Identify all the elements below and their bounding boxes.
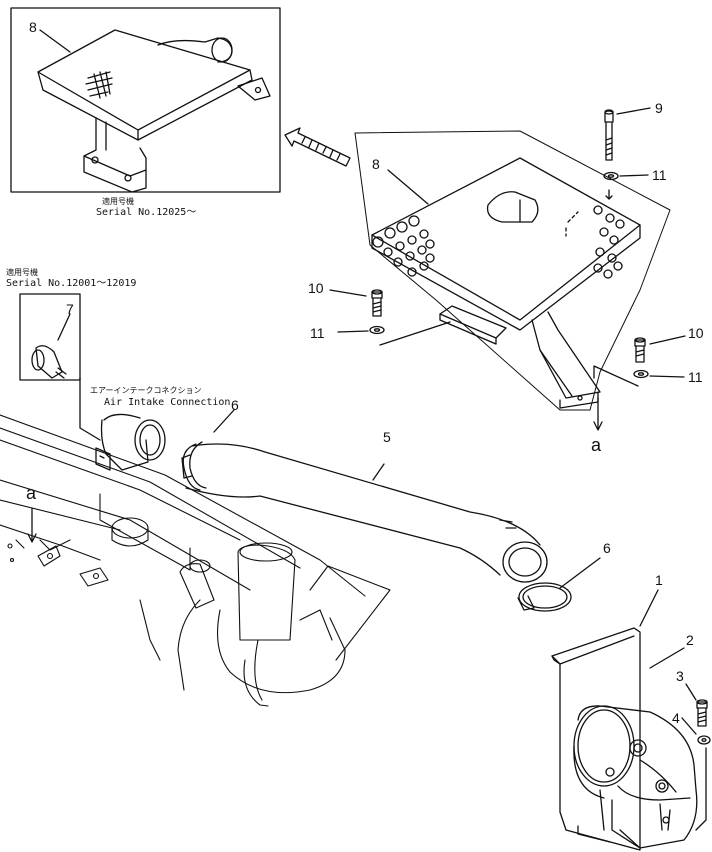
- callout-10-left: 10: [308, 280, 324, 296]
- bolt-9: [603, 107, 651, 200]
- callout-11-right: 11: [688, 369, 703, 385]
- bolt-3: [681, 683, 711, 831]
- clamp-6-upper: [181, 409, 235, 491]
- bolt-10-right: [593, 335, 686, 387]
- callout-8-top: 8: [29, 19, 37, 35]
- callout-7: 7: [66, 301, 74, 317]
- bolt-10-left: [329, 289, 451, 346]
- plate-assembly: [354, 130, 671, 411]
- engine-outline: [0, 414, 391, 707]
- bolt-holes-right: [593, 205, 625, 279]
- inset-box-top: [10, 7, 281, 193]
- callout-1: 1: [655, 572, 663, 588]
- callout-2: 2: [686, 632, 694, 648]
- marker-a-right-label: a: [591, 435, 602, 455]
- connection-jp-label: エアーインテークコネクション: [90, 386, 202, 395]
- marker-a-left: [27, 507, 37, 543]
- callout-10-right: 10: [688, 325, 704, 341]
- connection-en-label: Air Intake Connection: [104, 397, 231, 408]
- hose-5: [185, 443, 548, 583]
- intake-elbow: [95, 413, 166, 471]
- marker-a-left-label: a: [26, 483, 37, 503]
- inset-left-jp-label: 適用号機: [6, 268, 38, 277]
- callout-8-main: 8: [372, 156, 380, 172]
- clamp-6-lower: [517, 557, 601, 612]
- callout-6-lower: 6: [603, 540, 611, 556]
- callout-9: 9: [655, 100, 663, 116]
- marker-a-right: [593, 397, 603, 431]
- callout-11-left: 11: [310, 325, 325, 341]
- direction-arrow: [284, 127, 351, 167]
- inset-top-jp-label: 適用号機: [102, 197, 134, 206]
- inset-left-serial: Serial No.12001～12019: [6, 278, 137, 289]
- inset-box-left: [19, 293, 101, 441]
- inset-top-serial: Serial No.12025～: [96, 207, 197, 218]
- callout-3: 3: [676, 668, 684, 684]
- air-cleaner-assembly: [551, 589, 698, 851]
- callout-6-upper: 6: [231, 397, 239, 413]
- callout-11-top: 11: [652, 167, 667, 183]
- bolt-holes-left: [372, 215, 435, 277]
- callout-5: 5: [383, 429, 391, 445]
- callout-4: 4: [672, 710, 680, 726]
